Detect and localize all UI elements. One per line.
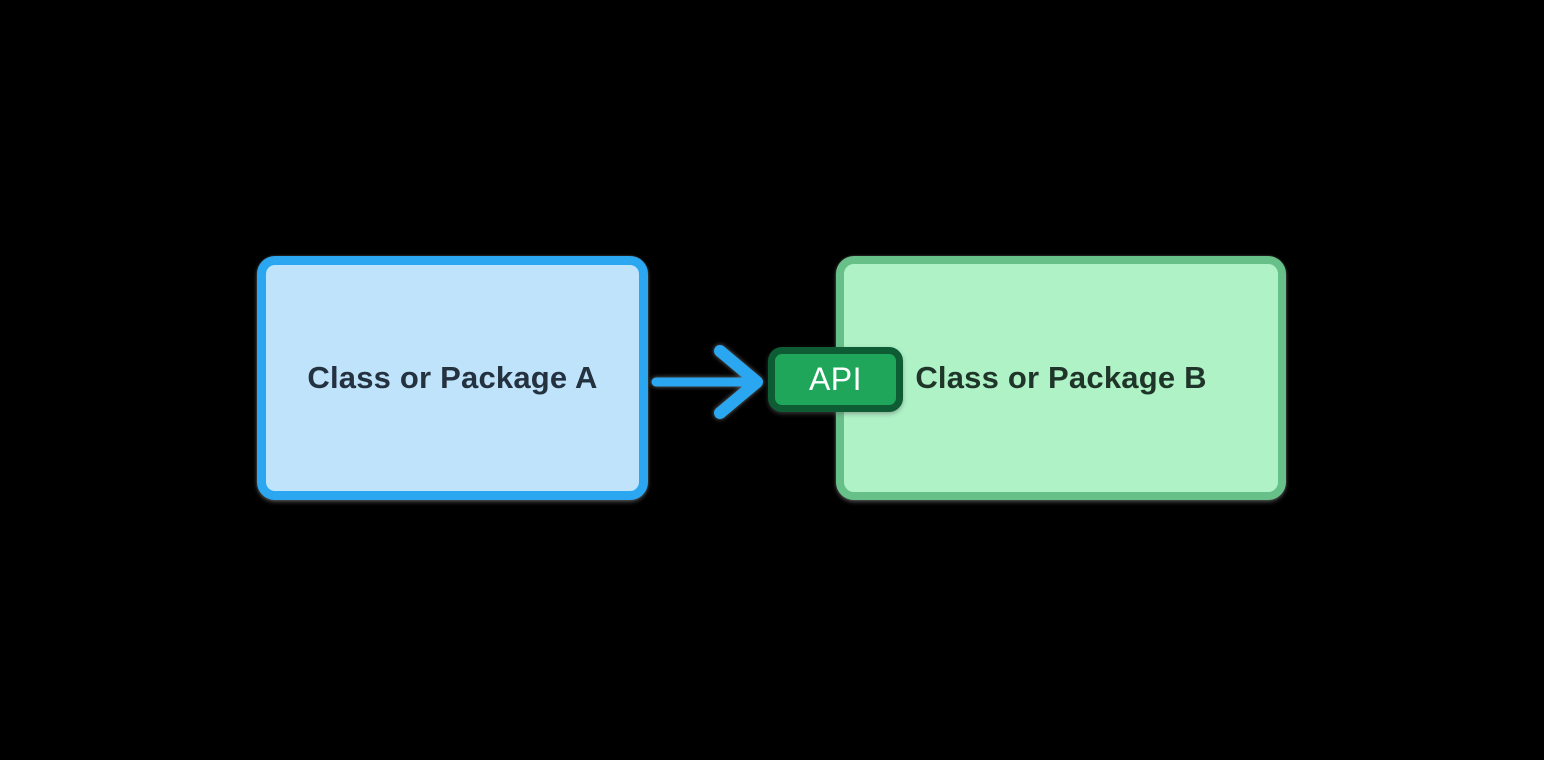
node-class-or-package-a: Class or Package A <box>257 256 648 500</box>
node-class-or-package-b: Class or Package B <box>836 256 1286 500</box>
dependency-arrow-icon <box>651 345 763 419</box>
node-a-label: Class or Package A <box>307 360 598 395</box>
api-badge-label: API <box>808 361 863 397</box>
node-b-label: Class or Package B <box>915 360 1207 395</box>
api-badge: API <box>768 347 903 412</box>
